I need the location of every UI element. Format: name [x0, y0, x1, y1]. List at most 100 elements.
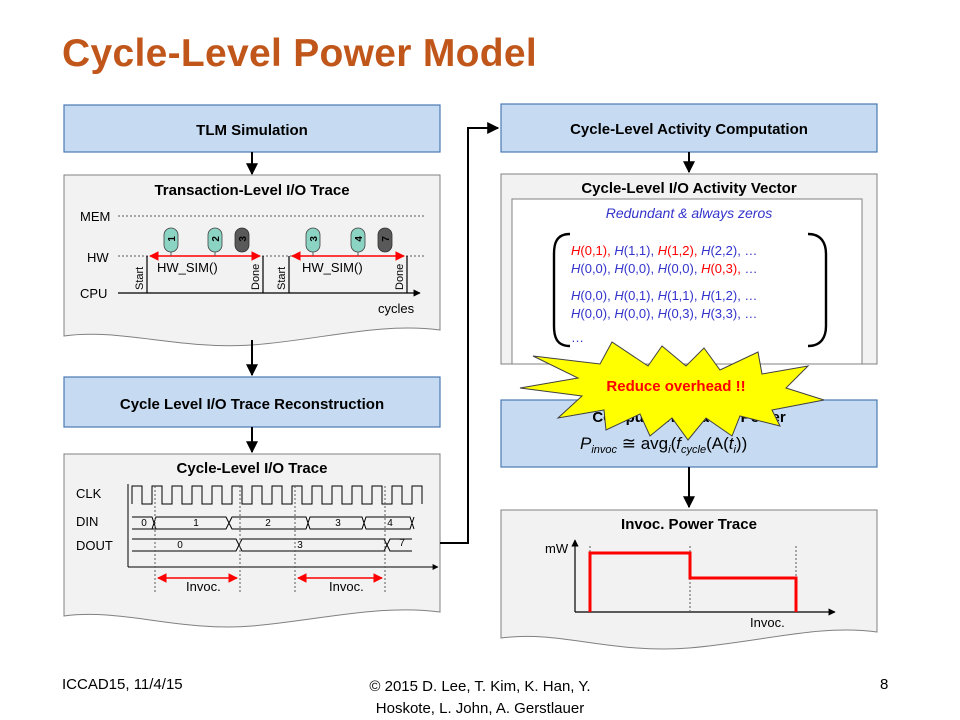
- din-value-4: 4: [387, 518, 393, 529]
- vector-ellipsis: …: [571, 330, 584, 345]
- invocation-power-formula: Pinvoc ≅ avgi(fcycle(A(ti)): [580, 434, 747, 456]
- token-3-input-label: 3: [309, 236, 320, 242]
- vector-line-3-h1: H: [614, 288, 624, 303]
- vector-line-2-h3: H: [701, 261, 711, 276]
- vector-line-3-h3: H: [701, 288, 711, 303]
- vector-line-1-h1: H: [614, 243, 624, 258]
- cycle-trace-document: [63, 453, 441, 628]
- vector-line-2-tail: …: [744, 261, 757, 276]
- signal-label-dout: DOUT: [76, 538, 113, 553]
- clk-waveform: [131, 485, 423, 505]
- vector-line-4-i3: (3,3), …: [710, 306, 757, 321]
- footer-copyright-line-1: © 2015 D. Lee, T. Kim, K. Han, Y.: [369, 678, 591, 695]
- vector-line-2: H(0,0), H(0,0), H(0,0), H(0,3), …: [571, 261, 757, 276]
- vector-line-3-h2: H: [658, 288, 668, 303]
- vector-line-4-h0: H: [571, 306, 581, 321]
- power-trace-title: Invoc. Power Trace: [621, 516, 757, 533]
- hw-sim-label-1: HW_SIM(): [157, 260, 218, 275]
- token-3-output-label: 3: [238, 236, 249, 242]
- vector-line-4-h1: H: [614, 306, 624, 321]
- dout-value-0: 0: [177, 540, 183, 551]
- footer-conference: ICCAD15, 11/4/15: [62, 676, 183, 693]
- invocation-label-1: Invoc.: [186, 579, 221, 594]
- activity-vector-front-sheet: [511, 198, 863, 365]
- footer-copyright: © 2015 D. Lee, T. Kim, K. Han, Y. Hoskot…: [300, 676, 660, 720]
- vector-line-1-h3: H: [701, 243, 711, 258]
- vector-line-4: H(0,0), H(0,0), H(0,3), H(3,3), …: [571, 306, 757, 321]
- reduce-overhead-text: Reduce overhead !!: [606, 378, 745, 395]
- token-3-output: [234, 227, 250, 253]
- reconstruction-box: [63, 376, 441, 428]
- vector-line-3-i2: (1,1),: [667, 288, 701, 303]
- start-label-1: Start: [134, 267, 146, 290]
- invocation-guides: [154, 486, 386, 592]
- vector-line-1: H(0,1), H(1,1), H(1,2), H(2,2), …: [571, 243, 757, 258]
- activity-vector-title: Cycle-Level I/O Activity Vector: [581, 180, 797, 197]
- formula-t-sub: i: [733, 444, 736, 456]
- token-1-label: 1: [167, 236, 178, 242]
- din-value-0: 0: [141, 518, 147, 529]
- vector-line-2-i3: (0,3),: [710, 261, 744, 276]
- formula-close: )): [736, 434, 747, 453]
- vector-line-2-h2: H: [658, 261, 668, 276]
- formula-open: (: [671, 434, 677, 453]
- vector-line-1-i1: (1,1),: [624, 243, 658, 258]
- vector-line-2-i1: (0,0),: [624, 261, 658, 276]
- token-1: [163, 227, 179, 253]
- activity-computation-label: Cycle-Level Activity Computation: [570, 121, 808, 138]
- signal-label-clk: CLK: [76, 486, 102, 501]
- vector-line-2-h0: H: [571, 261, 581, 276]
- cycle-trace-title: Cycle-Level I/O Trace: [177, 460, 328, 477]
- invocation-label-2: Invoc.: [329, 579, 364, 594]
- arrow-left-to-right: [440, 122, 500, 544]
- power-x-label: Invoc.: [750, 615, 785, 630]
- cycles-axis-label: cycles: [378, 301, 415, 316]
- token-4: [350, 227, 366, 253]
- done-label-2: Done: [394, 264, 406, 290]
- transaction-trace-title: Transaction-Level I/O Trace: [154, 182, 349, 199]
- formula-f: f: [676, 434, 683, 453]
- vector-line-3-h0: H: [571, 288, 581, 303]
- transaction-trace-document: [63, 174, 441, 347]
- vector-line-3-i1: (0,1),: [624, 288, 658, 303]
- page-number: 8: [880, 676, 889, 693]
- vector-line-4-h3: H: [701, 306, 711, 321]
- formula-t: t: [729, 434, 735, 453]
- token-2-label: 2: [211, 236, 222, 242]
- done-label-1: Done: [250, 264, 262, 290]
- vector-line-4-h2: H: [658, 306, 668, 321]
- din-value-2: 2: [265, 518, 271, 529]
- token-4-label: 4: [354, 236, 365, 242]
- power-y-label: mW: [545, 541, 569, 556]
- dout-waveform: [132, 538, 412, 552]
- din-waveform: [132, 516, 415, 530]
- slide-title: Cycle-Level Power Model: [62, 32, 538, 75]
- vector-right-bracket: [807, 232, 828, 348]
- formula-p: P: [580, 434, 592, 453]
- power-trace-step: [588, 551, 798, 612]
- formula-a: (A(: [706, 434, 729, 453]
- vector-line-2-i0: (0,0),: [580, 261, 614, 276]
- start-label-2: Start: [276, 267, 288, 290]
- vector-line-4-i0: (0,0),: [580, 306, 614, 321]
- formula-f-sub: cycle: [681, 444, 706, 456]
- vector-line-3-i3: (1,2), …: [710, 288, 757, 303]
- token-7: [377, 227, 393, 253]
- footer-copyright-line-2: Hoskote, L. John, A. Gerstlauer: [375, 700, 585, 717]
- vector-line-1-i2: (1,2),: [667, 243, 701, 258]
- vector-line-4-i2: (0,3),: [667, 306, 701, 321]
- vector-line-1-h2: H: [658, 243, 668, 258]
- signal-axes: [127, 484, 439, 570]
- vector-line-3: H(0,0), H(0,1), H(1,1), H(1,2), …: [571, 288, 757, 303]
- formula-approx-avg: ≅ avg: [617, 434, 668, 453]
- reconstruction-label: Cycle Level I/O Trace Reconstruction: [120, 396, 384, 413]
- token-3-input: [305, 227, 321, 253]
- row-label-mem: MEM: [80, 209, 110, 224]
- signal-label-din: DIN: [76, 514, 98, 529]
- hw-sim-label-2: HW_SIM(): [302, 260, 363, 275]
- token-7-label: 7: [381, 236, 392, 242]
- dout-value-7: 7: [399, 538, 405, 549]
- vector-line-3-i0: (0,0),: [580, 288, 614, 303]
- redundant-note: Redundant & always zeros: [606, 205, 773, 221]
- formula-avg-sub: i: [668, 444, 671, 456]
